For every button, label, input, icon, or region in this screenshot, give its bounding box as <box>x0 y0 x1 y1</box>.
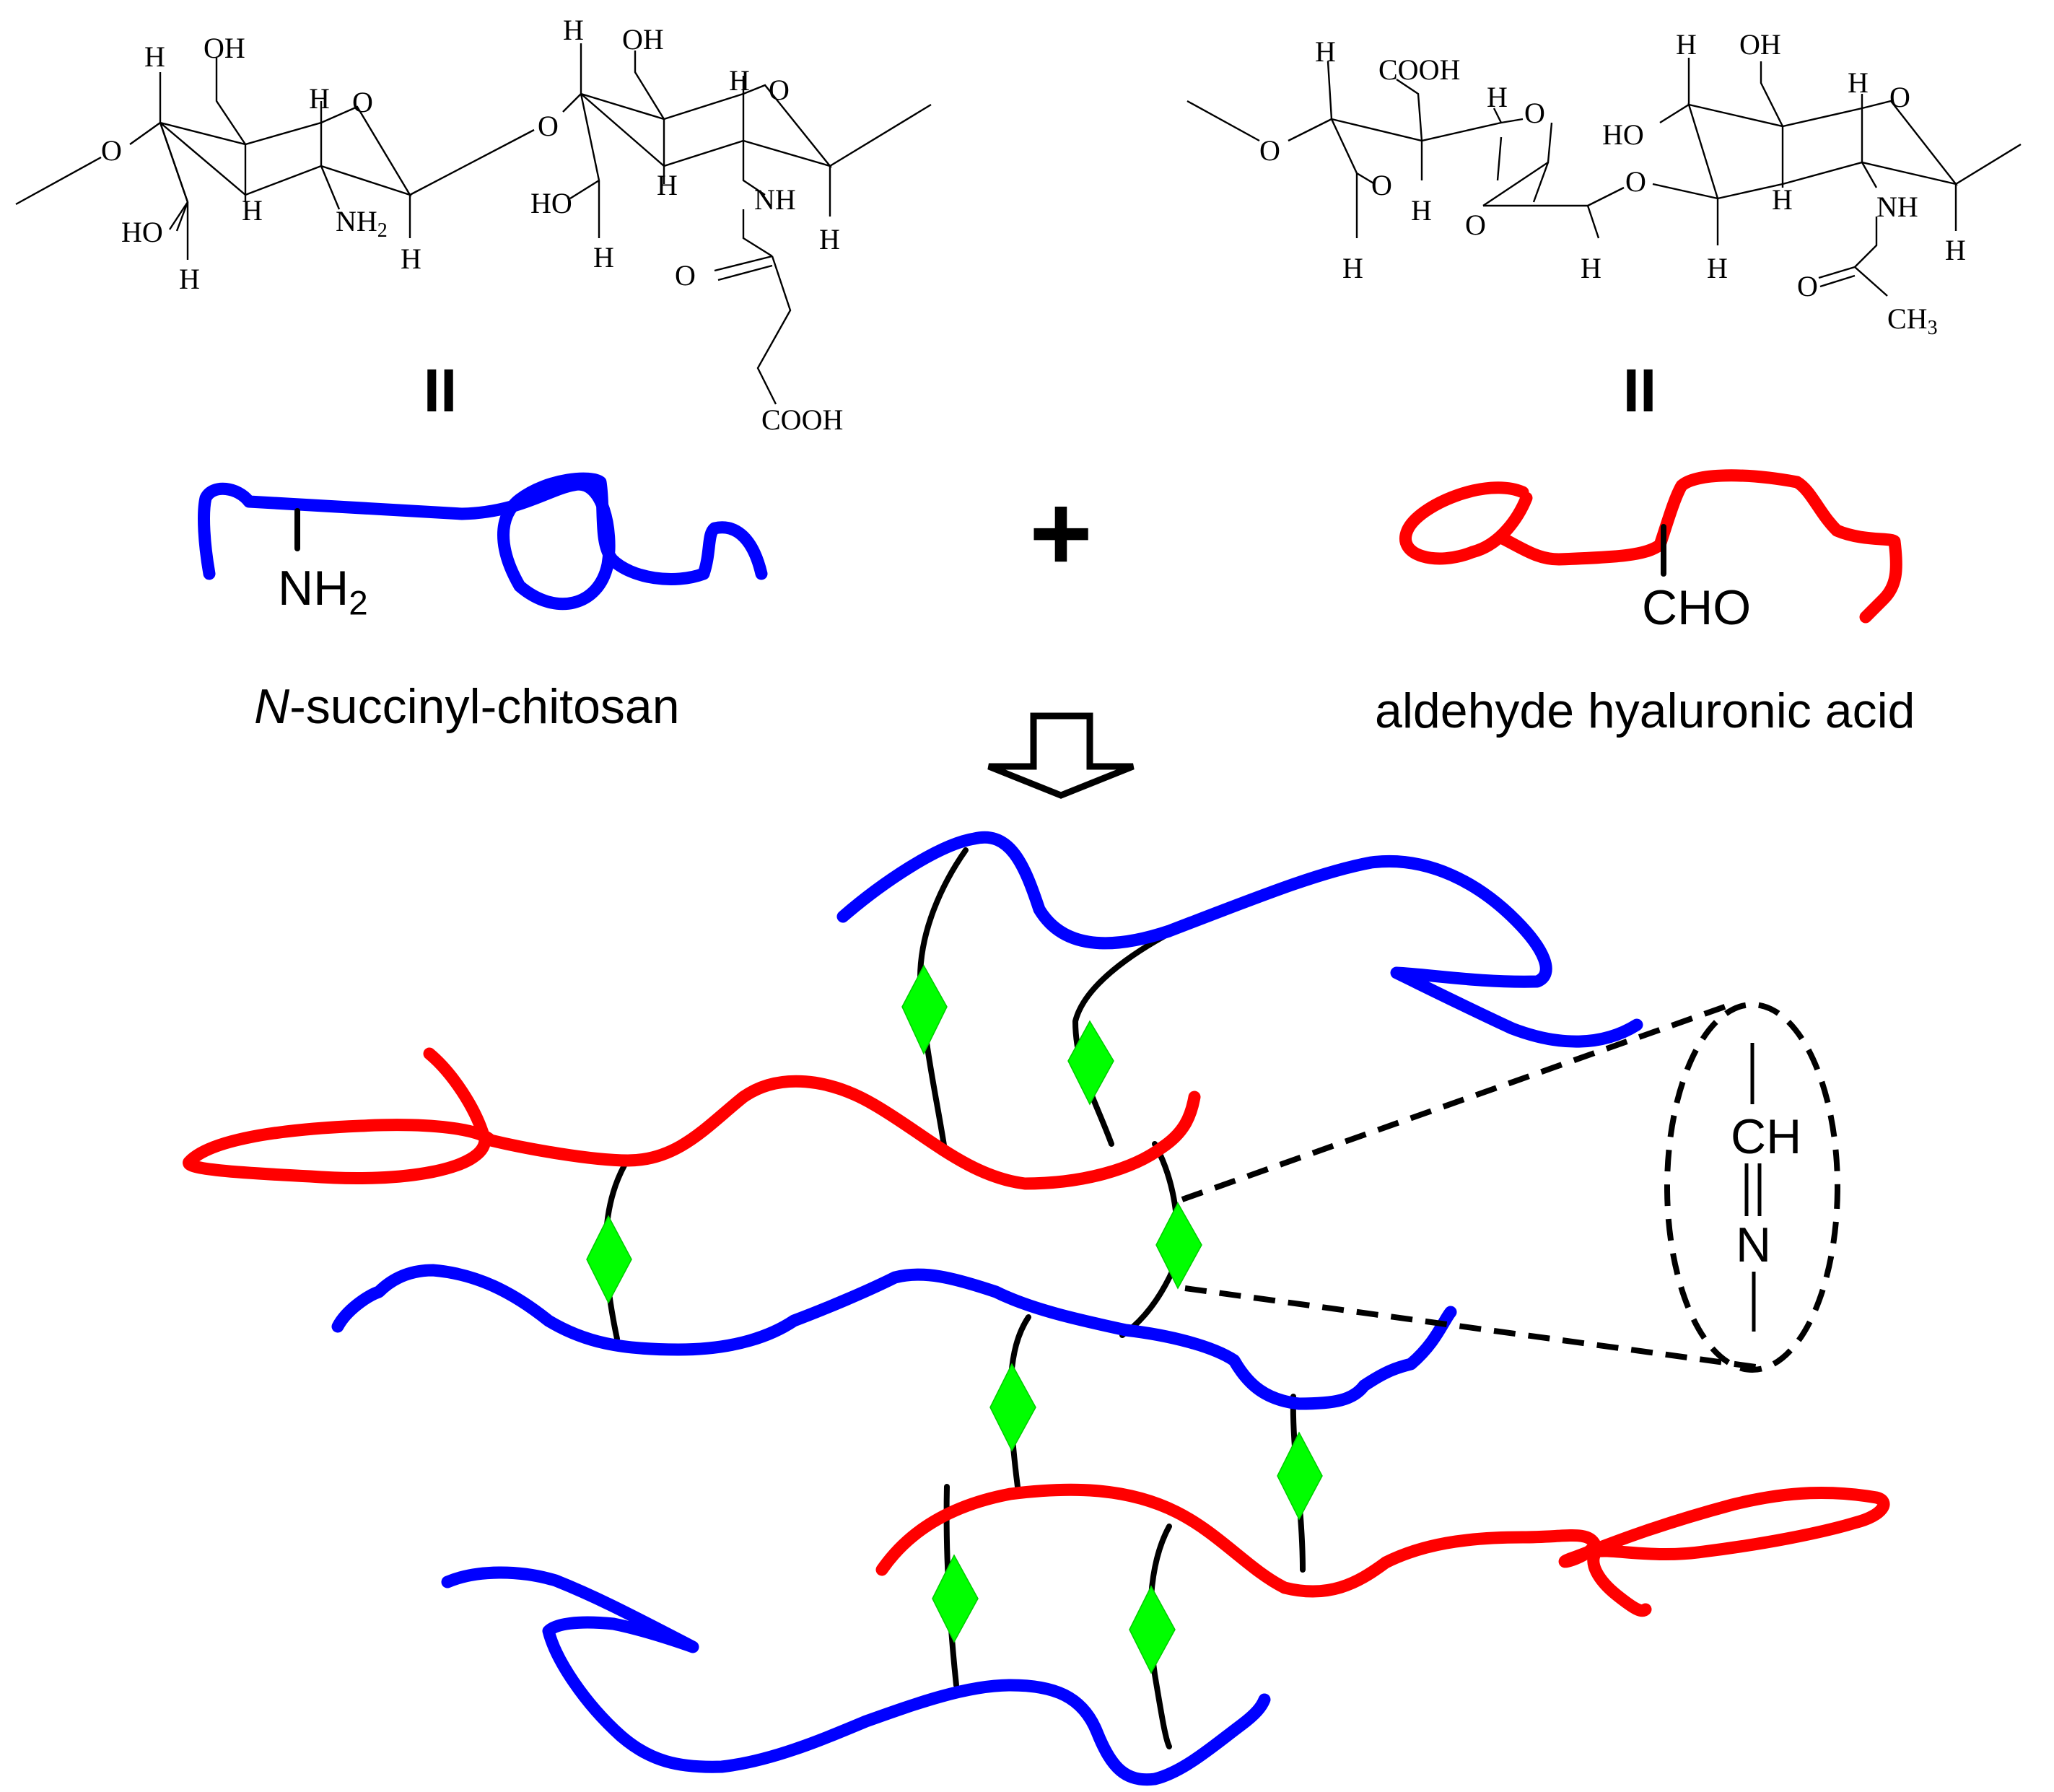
callout-line-bottom <box>1184 1285 1762 1371</box>
reaction-arrow <box>987 712 1135 799</box>
ha-atom-nh: NH <box>1876 191 1918 223</box>
chitosan-atom-h1: H <box>144 40 165 73</box>
ha-chain-cartoon <box>1399 469 1902 624</box>
ha-chain-line <box>1399 469 1902 624</box>
chitosan-name-italic: N <box>254 679 290 734</box>
imine-node-7 <box>932 1554 979 1643</box>
callout-ellipse <box>1664 1002 1840 1373</box>
chitosan-structure: H OH O H O HO H H NH2 H O H OH H O HO H … <box>15 14 932 436</box>
hydrogel-network <box>183 831 1890 1786</box>
ha-atom-cooh: COOH <box>1378 53 1460 86</box>
ha-atom-oh: OH <box>1739 28 1781 61</box>
chitosan-nh2-label: NH2 <box>278 561 368 623</box>
chitosan-atom-h4: H <box>179 263 200 295</box>
callout-line-top <box>1181 1002 1732 1202</box>
imine-node-4 <box>1155 1202 1202 1290</box>
chitosan-atom-o-left: O <box>101 134 122 167</box>
chitosan-network-chain-2 <box>331 1264 1457 1410</box>
chitosan-atom-ho2: HO <box>530 187 572 219</box>
imine-node-3 <box>586 1215 632 1304</box>
chitosan-chain-line <box>198 472 768 611</box>
ha-atom-o-ald1: O <box>1371 169 1392 201</box>
ha-network-chain-2 <box>875 1483 1890 1617</box>
plus-sign: + <box>1029 472 1093 593</box>
ha-atom-o-left: O <box>1259 134 1280 167</box>
chitosan-name-rest: -succinyl-chitosan <box>289 679 679 734</box>
chitosan-atom-h9: H <box>593 241 614 274</box>
chitosan-atom-oh2: OH <box>622 23 664 56</box>
chitosan-atom-cooh: COOH <box>761 403 843 436</box>
ha-atom-ho: HO <box>1602 118 1644 151</box>
callout-ch-label: CH <box>1731 1109 1801 1164</box>
chitosan-atom-h8: H <box>657 169 678 201</box>
imine-node-8 <box>1129 1585 1176 1674</box>
imine-callout: CH N <box>1181 1002 1840 1373</box>
chitosan-atom-o-ring2: O <box>769 74 790 106</box>
chitosan-atom-o-carbonyl: O <box>675 259 696 292</box>
ha-atom-h9: H <box>1707 252 1728 284</box>
ha-atom-o-carbonyl: O <box>1797 270 1818 302</box>
ha-atom-o-ald2: O <box>1465 209 1486 241</box>
ha-atom-h3: H <box>1411 194 1432 227</box>
chitosan-atom-h7: H <box>729 64 750 97</box>
imine-nodes <box>586 964 1323 1674</box>
imine-node-2 <box>1067 1020 1114 1106</box>
chitosan-bonds <box>15 43 932 405</box>
ha-equals-symbol: II <box>1623 357 1657 424</box>
chitosan-equals-symbol: II <box>424 357 458 424</box>
ha-atom-h5: H <box>1581 252 1601 284</box>
ha-atom-h6: H <box>1676 28 1697 61</box>
chitosan-network-chain-1 <box>836 831 1643 1048</box>
imine-node-5 <box>989 1363 1036 1452</box>
chitosan-atom-nh: NH <box>754 183 796 216</box>
ha-cho-label: CHO <box>1642 580 1751 635</box>
ha-bonds <box>1186 58 2022 297</box>
ha-atom-h7: H <box>1848 66 1869 99</box>
chitosan-network-chain-3 <box>441 1566 1271 1786</box>
imine-node-1 <box>901 964 948 1055</box>
ha-atom-o-ring2: O <box>1889 81 1910 113</box>
ha-atom-o-link: O <box>1625 165 1646 198</box>
ha-structure: O H COOH H O O H H O H O H OH HO H O H H… <box>1186 28 2022 339</box>
ha-atom-h4: H <box>1342 252 1363 284</box>
chitosan-name: N-succinyl-chitosan <box>254 679 680 734</box>
chitosan-atom-oh1: OH <box>204 32 245 64</box>
ha-atom-h10: H <box>1945 234 1966 266</box>
chitosan-atom-h6: H <box>563 14 584 46</box>
ha-name: aldehyde hyaluronic acid <box>1375 683 1915 738</box>
chitosan-atom-h5: H <box>401 242 421 275</box>
chitosan-atom-h10: H <box>819 223 840 255</box>
ha-atom-h2: H <box>1487 81 1508 113</box>
ha-network-chain-1 <box>183 1047 1201 1190</box>
ha-atom-h8: H <box>1772 183 1793 216</box>
ha-atom-h1: H <box>1315 35 1336 68</box>
ha-atom-ch3: CH3 <box>1887 302 1938 339</box>
imine-node-6 <box>1277 1431 1323 1521</box>
chitosan-chain-cartoon <box>198 472 768 611</box>
chitosan-atom-o-ring1: O <box>352 86 373 118</box>
ha-atom-o-ring1: O <box>1524 97 1545 129</box>
chitosan-atom-nh2: NH2 <box>336 205 388 242</box>
chitosan-atom-o-link: O <box>538 110 559 142</box>
chitosan-atom-h3: H <box>242 194 263 227</box>
chitosan-atom-h2: H <box>309 82 330 115</box>
callout-n-label: N <box>1736 1218 1771 1272</box>
chitosan-atom-ho1: HO <box>121 216 163 248</box>
